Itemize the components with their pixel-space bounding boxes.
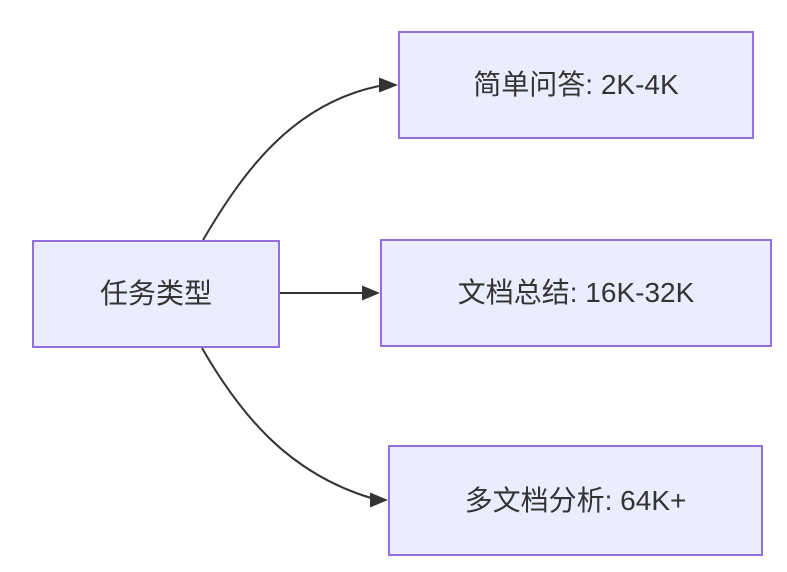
arrowhead-icon bbox=[370, 492, 388, 508]
node-simple-qa-label: 简单问答: 2K-4K bbox=[473, 69, 679, 101]
edge-root-to-branch1 bbox=[202, 77, 398, 241]
arrowhead-icon bbox=[362, 285, 380, 301]
node-simple-qa: 简单问答: 2K-4K bbox=[398, 31, 754, 139]
node-doc-summary: 文档总结: 16K-32K bbox=[380, 239, 772, 347]
edge-root-to-branch2 bbox=[280, 285, 380, 301]
node-doc-summary-label: 文档总结: 16K-32K bbox=[457, 277, 695, 309]
node-task-type-label: 任务类型 bbox=[99, 278, 212, 310]
arrowhead-icon bbox=[379, 77, 398, 93]
node-multidoc-analysis-label: 多文档分析: 64K+ bbox=[464, 484, 687, 516]
node-task-type: 任务类型 bbox=[32, 240, 280, 348]
node-multidoc-analysis: 多文档分析: 64K+ bbox=[388, 445, 763, 556]
edge-root-to-branch3 bbox=[201, 347, 388, 508]
